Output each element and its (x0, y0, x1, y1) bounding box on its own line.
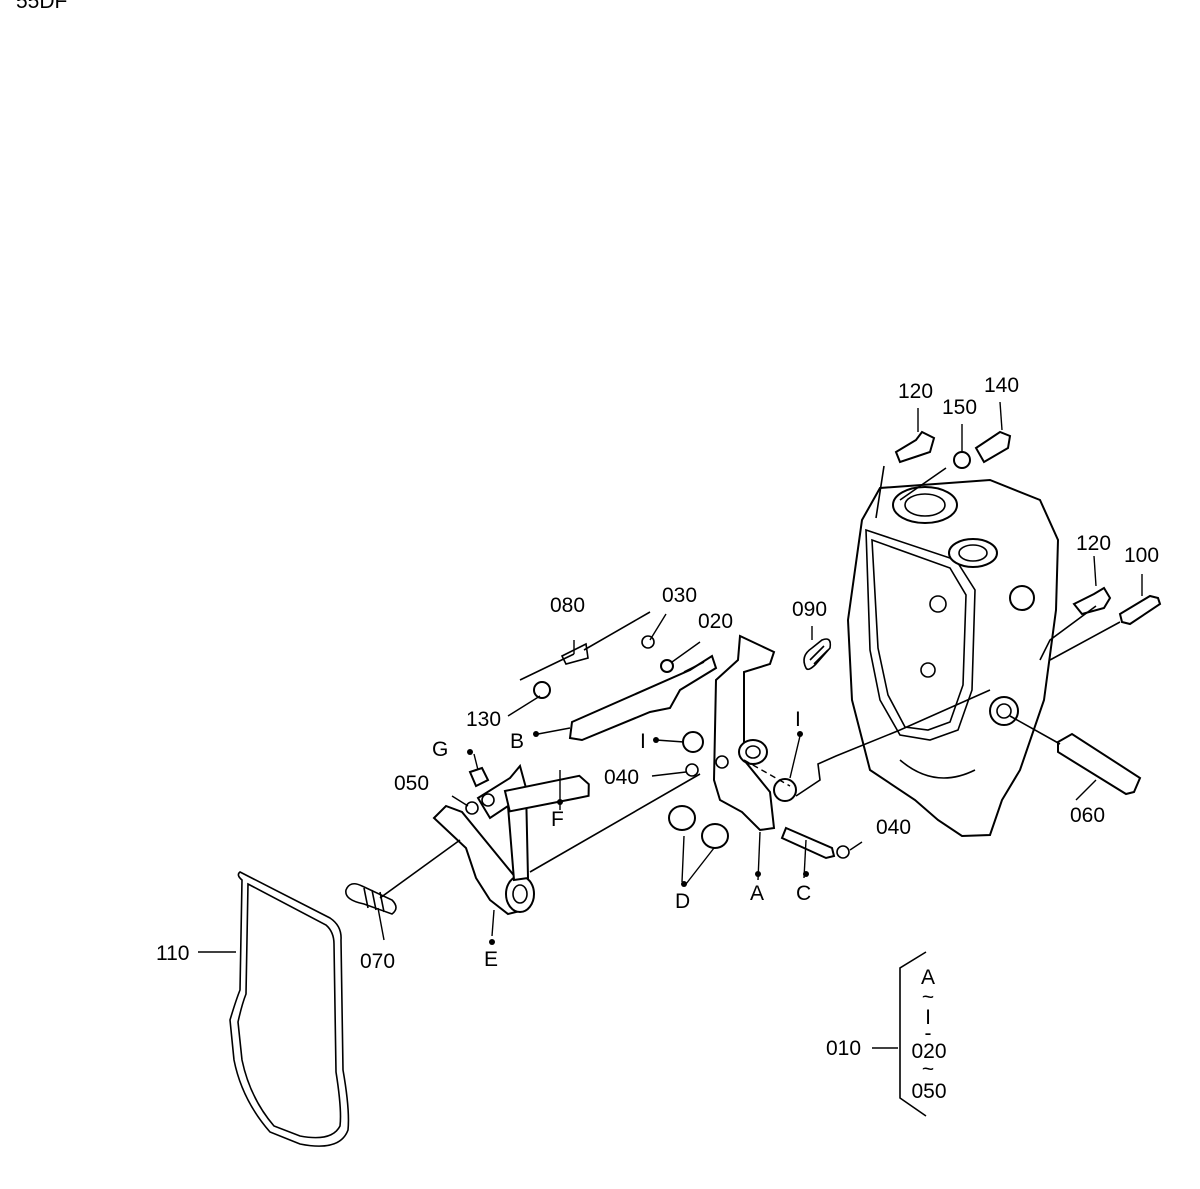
bolt-120-top (894, 430, 936, 464)
assembly-line-2 (379, 839, 461, 899)
callout-130: 130 (466, 708, 501, 731)
assembly-line-5 (875, 465, 947, 519)
letter-a: A (750, 882, 764, 905)
letter-d: D (675, 890, 690, 913)
pin-c (780, 826, 836, 860)
assembly-line-3 (795, 689, 991, 797)
kit-line-1: A (921, 966, 935, 989)
collar-i-right (773, 778, 797, 802)
letter-f: F (551, 808, 564, 831)
assembly-line-6 (1039, 605, 1121, 661)
screw-g (468, 766, 490, 788)
callout-100: 100 (1124, 544, 1159, 567)
collar-i (682, 731, 704, 753)
kit-bracket (899, 951, 927, 1117)
kit-line-3: I (925, 1006, 931, 1029)
callout-080: 080 (550, 594, 585, 617)
circlip-040-right (836, 845, 850, 859)
kit-line-5: 020 (911, 1040, 946, 1063)
part-callouts: 110 070 050 130 080 030 020 090 040 040 … (156, 374, 1159, 973)
callout-060: 060 (1070, 804, 1105, 827)
stud-100 (1118, 594, 1162, 626)
assembly-line-7 (743, 759, 791, 787)
kit-line-7: 050 (911, 1080, 946, 1103)
callout-120-right: 120 (1076, 532, 1111, 555)
circlip-040-left (685, 763, 699, 777)
callout-140: 140 (984, 374, 1019, 397)
callout-070: 070 (360, 950, 395, 973)
callout-150: 150 (942, 396, 977, 419)
letter-g: G (432, 738, 448, 761)
kit-code: 010 (826, 1037, 861, 1060)
circlip-030 (641, 635, 655, 649)
kit-line-2: ~ (922, 986, 934, 1009)
gasket-110 (229, 871, 350, 1147)
bolt-140 (974, 430, 1012, 464)
callout-040-right: 040 (876, 816, 911, 839)
callout-110: 110 (156, 942, 189, 965)
bearing-d-1 (668, 805, 696, 831)
leader-dots (467, 731, 809, 945)
shaft-060 (1057, 732, 1142, 796)
letter-i-right: I (795, 708, 801, 731)
spring-090 (803, 638, 832, 671)
washer-020 (660, 659, 674, 673)
spring-070 (345, 882, 397, 915)
corner-text: 55DF (16, 0, 67, 13)
bolt-f (503, 774, 590, 813)
callout-030: 030 (662, 584, 697, 607)
callout-120-top: 120 (898, 380, 933, 403)
assembly-line-4 (1009, 715, 1061, 745)
spring-080 (519, 611, 651, 681)
letter-e: E (484, 948, 498, 971)
fork-lever-a (712, 634, 776, 832)
circlip-050 (465, 801, 479, 815)
callout-040-left: 040 (604, 766, 639, 789)
kit-line-6: ~ (922, 1058, 934, 1081)
washer-150 (953, 451, 971, 469)
bearing-d-2 (701, 823, 729, 849)
letter-c: C (796, 882, 811, 905)
bolt-120-right (1072, 586, 1112, 616)
lever-b (568, 654, 718, 742)
callout-090: 090 (792, 598, 827, 621)
callout-020: 020 (698, 610, 733, 633)
letter-callouts: G B F E I I D A C (432, 708, 811, 971)
kit-line-4: - (925, 1022, 932, 1045)
assembly-line-1 (529, 773, 701, 873)
kit-legend: 010 A ~ I - 020 ~ 050 (826, 966, 947, 1103)
gear-case-housing (846, 478, 1060, 838)
letter-i-left: I (640, 730, 646, 753)
letter-b: B (510, 730, 524, 753)
nut-130 (533, 681, 551, 699)
callout-050: 050 (394, 772, 429, 795)
